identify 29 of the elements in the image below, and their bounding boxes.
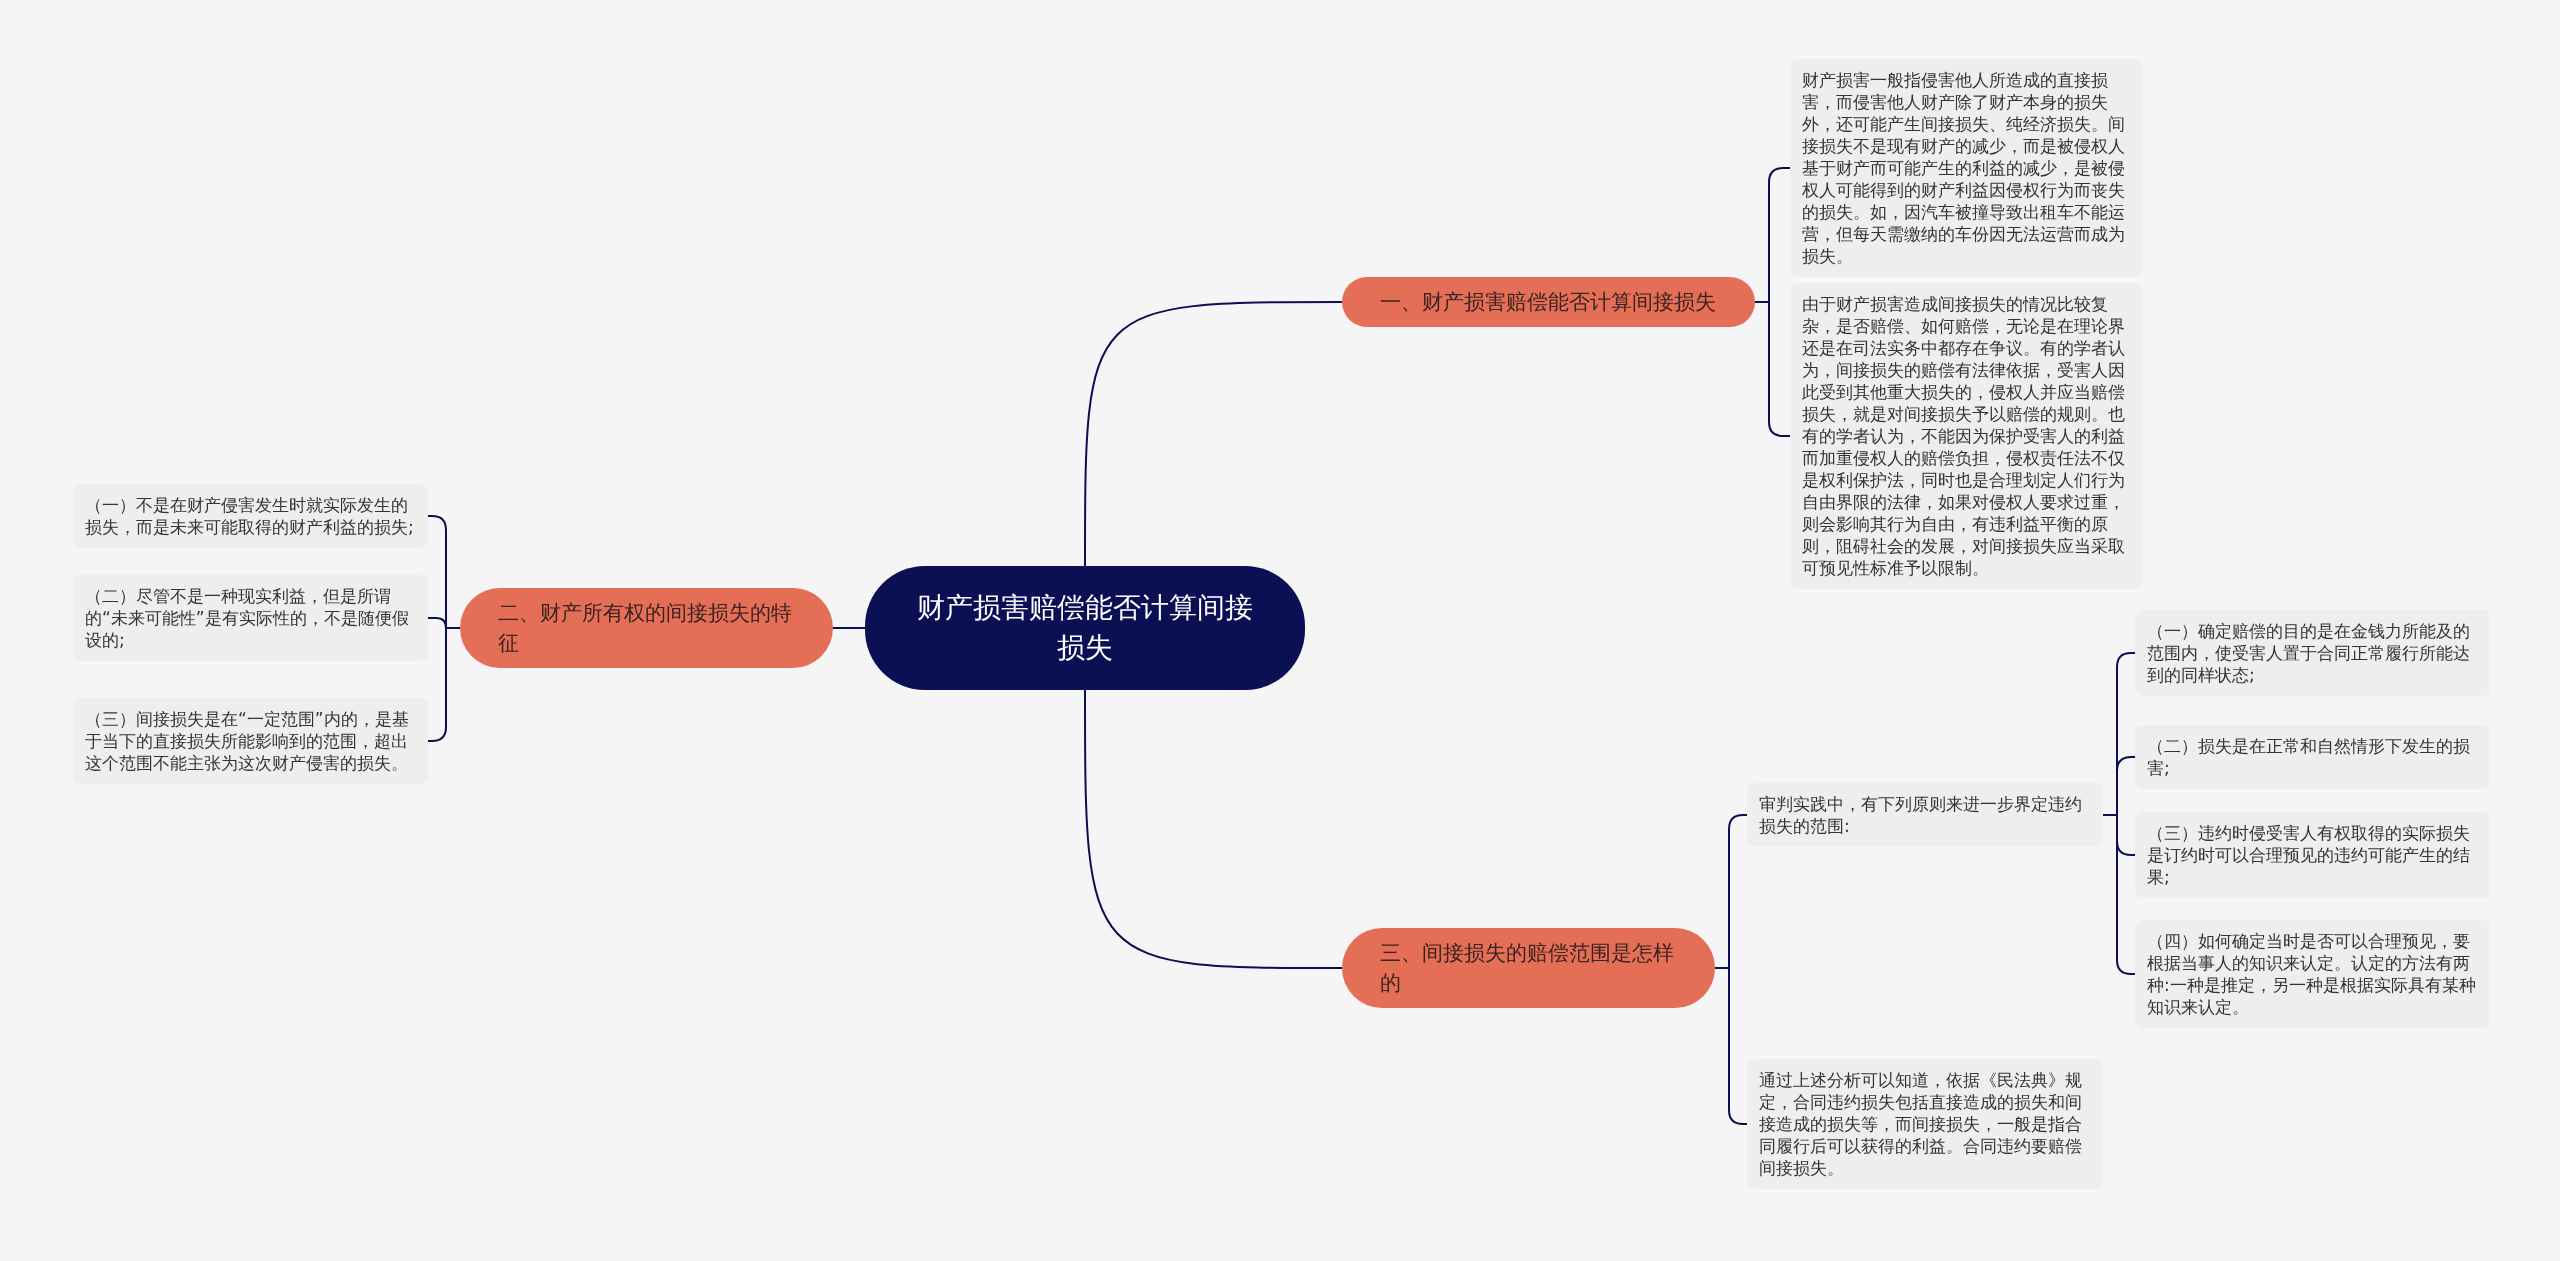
topic-text: 三、间接损失的赔偿范围是怎样的 — [1380, 940, 1675, 997]
note-card — [2135, 610, 2490, 696]
topic-text: （一）确定赔偿的目的是在金钱力所能及的范围内，使受害人置于合同正常履行所能达到的同样状态; — [2147, 620, 2471, 686]
connector-line — [1084, 689, 1343, 969]
note-card — [1747, 783, 2103, 847]
note-card — [1747, 1059, 2103, 1189]
topic-text: 由于财产损害造成间接损失的情况比较复杂，是否赔偿、如何赔偿，无论是在理论界还是在司法实务中都存在争议。有的学者认为，间接损失的赔偿有法律依据，受害人因此受到其他重大损失的，侵权人并应当赔偿损失，就是对间接损失予以赔偿的规则。也有的学者认为，不能因为保护受害人的利益而加重侵权人的赔偿负担，侵权责任法不仅是权利保护法，同时也是合理划定人们行为自由界限的法律，如果对侵权人要求过重，则会影响其行为自由，有违利益平衡的原则，阻碍社会的发展，对间接损失应当采取可预见性标准予以限制。 — [1802, 293, 2126, 579]
note-card — [73, 698, 428, 784]
topic-text: 财产损害赔偿能否计算间接损失 — [916, 590, 1254, 666]
connector-line — [1084, 301, 1343, 567]
topic-text: （二）损失是在正常和自然情形下发生的损害; — [2147, 735, 2471, 779]
topic-text: 通过上述分析可以知道，依据《民法典》规定，合同违约损失包括直接造成的损失和间接造成的损失等，而间接损失，一般是指合同履行后可以获得的利益。合同违约要赔偿间接损失。 — [1759, 1069, 2083, 1179]
note-card — [2135, 920, 2490, 1028]
note-card — [1790, 59, 2142, 277]
note-card — [73, 484, 428, 548]
topic-text: （三）违约时侵受害人有权取得的实际损失是订约时可以合理预见的违约可能产生的结果; — [2147, 822, 2471, 888]
topic-pill — [1342, 277, 1755, 327]
topic-text: （三）间接损失是在“一定范围”内的，是基于当下的直接损失所能影响到的范围，超出这个范围不能主张为这次财产侵害的损失。 — [85, 708, 410, 774]
note-card — [2135, 812, 2490, 898]
connector-line — [832, 627, 866, 629]
topic-text: 二、财产所有权的间接损失的特征 — [498, 600, 793, 657]
topic-text: （四）如何确定当时是否可以合理预见，要根据当事人的知识来认定。认定的方法有两种:一种是推定，另一种是根据实际具有某种知识来认定。 — [2147, 930, 2477, 1018]
note-card — [73, 575, 428, 661]
topic-text: （二）尽管不是一种现实利益，但是所谓的“未来可能性”是有实际性的，不是随便假设的; — [85, 585, 410, 651]
note-card — [2135, 725, 2490, 789]
topic-text: 财产损害一般指侵害他人所造成的直接损害，而侵害他人财产除了财产本身的损失外，还可能产生间接损失、纯经济损失。间接损失不是现有财产的减少，而是被侵权人基于财产而可能产生的利益的减少，是被侵权人可能得到的财产利益因侵权行为而丧失的损失。如，因汽车被撞导致出租车不能运营，但每天需缴纳的车份因无法运营而成为损失。 — [1802, 69, 2126, 267]
topic-text: （一）不是在财产侵害发生时就实际发生的损失，而是未来可能取得的财产利益的损失; — [85, 494, 415, 538]
topic-text: 审判实践中，有下列原则来进一步界定违约损失的范围: — [1759, 793, 2083, 837]
topic-text: 一、财产损害赔偿能否计算间接损失 — [1380, 289, 1717, 316]
